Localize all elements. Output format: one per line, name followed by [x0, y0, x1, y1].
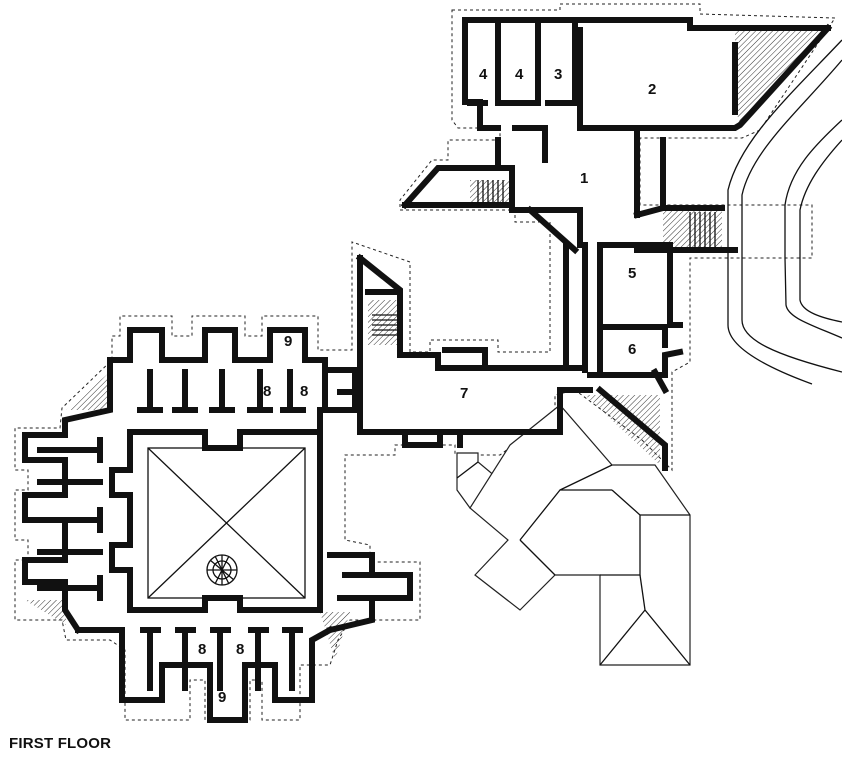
stair-treads: [372, 180, 716, 336]
room-label: 1: [580, 170, 588, 187]
room-label: 7: [460, 385, 468, 402]
room-label: 3: [554, 66, 562, 83]
hatched-areas: [25, 27, 828, 660]
courtyard-roof: [147, 447, 306, 599]
room-label: 9: [284, 333, 292, 350]
room-label: 6: [628, 341, 636, 358]
room-label: 4: [515, 66, 524, 83]
adjacent-roof-building: [456, 404, 691, 666]
room-label: 8: [236, 641, 244, 658]
room-label: 2: [648, 81, 656, 98]
room-label: 8: [300, 383, 308, 400]
room-label: 8: [198, 641, 206, 658]
room-label: 5: [628, 265, 636, 282]
spiral-stair-icon: [206, 554, 238, 586]
floor-title: FIRST FLOOR: [9, 735, 112, 752]
building-walls: [22, 17, 833, 723]
road-curves: [727, 39, 842, 385]
room-labels: 1 2 3 4 4 5 6 7 8 8 8 8 9 9: [198, 66, 656, 706]
room-label: 9: [218, 689, 226, 706]
room-label: 4: [479, 66, 488, 83]
room-label: 8: [263, 383, 271, 400]
